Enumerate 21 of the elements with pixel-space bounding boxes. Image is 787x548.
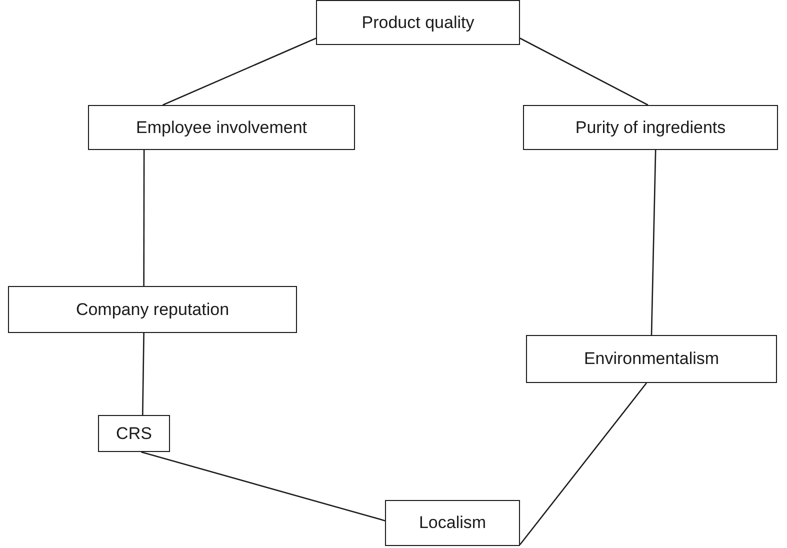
connector-line — [520, 38, 648, 106]
concept-box — [316, 0, 520, 45]
concept-box — [526, 335, 777, 383]
connector-line — [650, 150, 656, 336]
concept-label: Company reputation — [76, 300, 230, 320]
concept-label: Product quality — [362, 12, 474, 32]
connector-line — [162, 38, 316, 106]
concept-label: Purity of ingredients — [575, 118, 726, 138]
concept-label: Localism — [418, 513, 486, 533]
connector-line — [143, 150, 145, 286]
connector-line — [519, 382, 647, 546]
concept-box — [523, 105, 778, 150]
concept-box — [8, 286, 297, 333]
connector-line — [142, 333, 144, 415]
concept-label: Environmentalism — [584, 349, 720, 369]
connector-line — [141, 451, 386, 522]
concept-box — [385, 500, 520, 546]
concept-label: Employee involvement — [136, 118, 308, 138]
concept-label: CRS — [116, 424, 152, 444]
concept-box — [98, 415, 170, 452]
concept-box — [88, 105, 355, 150]
